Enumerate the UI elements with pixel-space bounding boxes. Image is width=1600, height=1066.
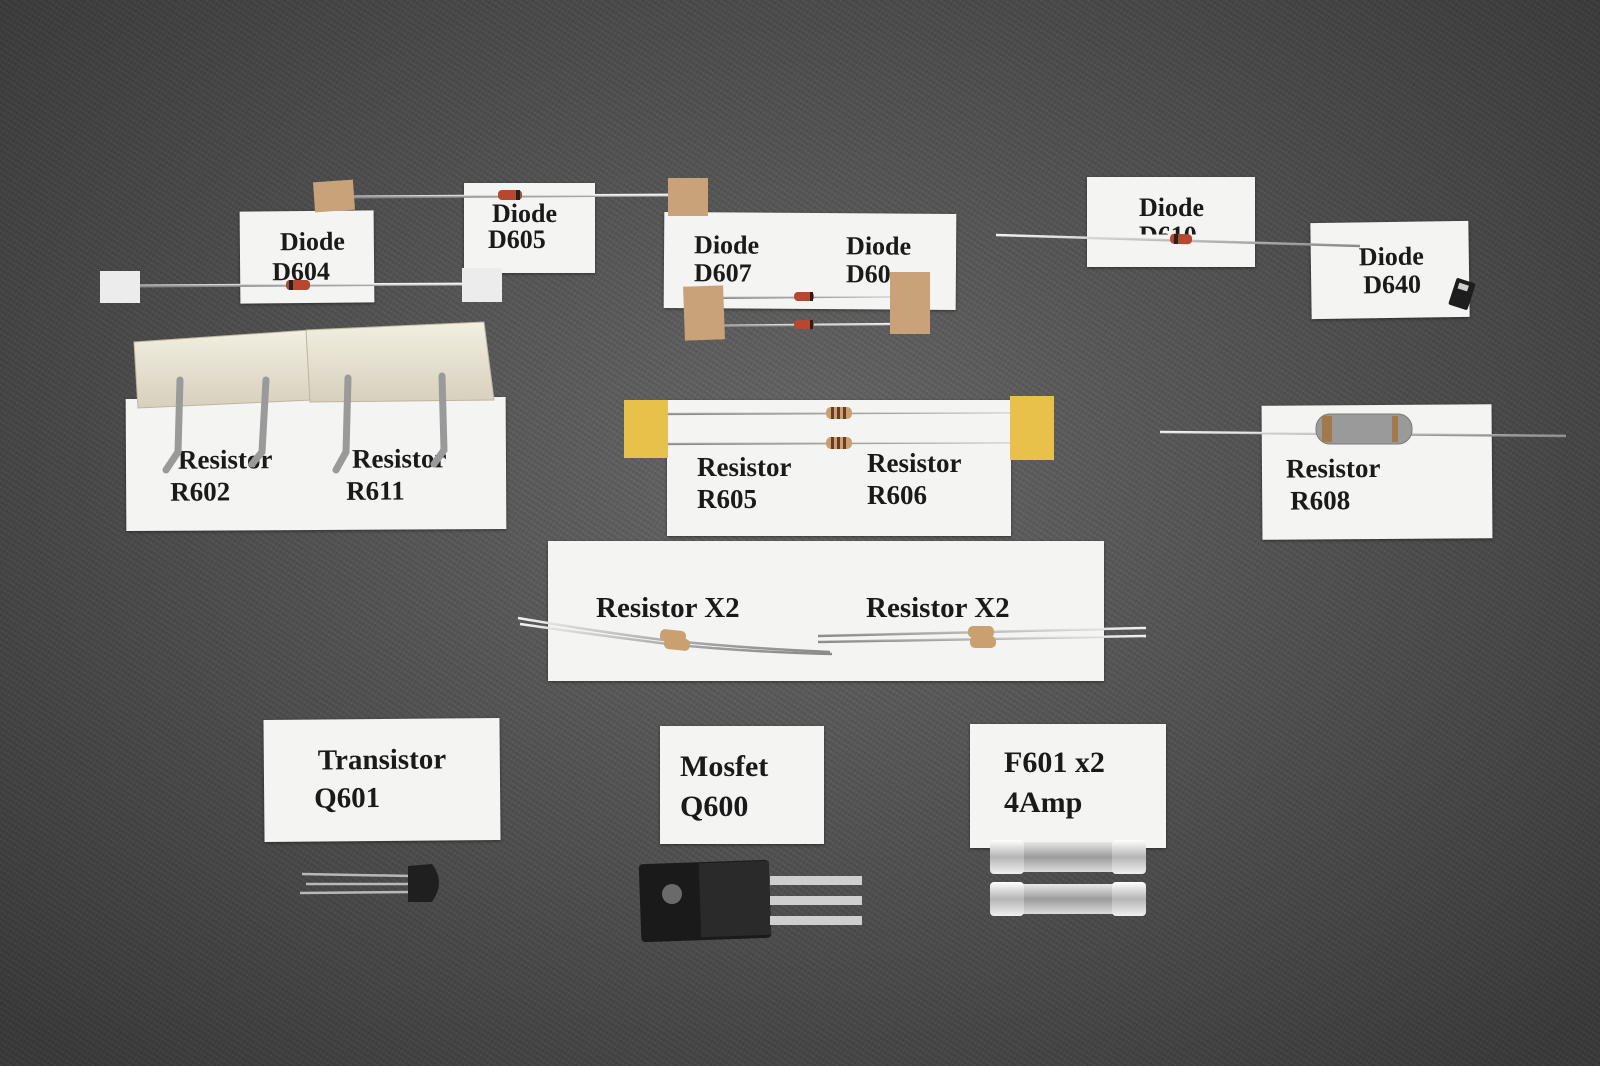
label-resistor-r602-r611: Resistor R602 Resistor R611 bbox=[125, 397, 507, 531]
label-text: Diode bbox=[279, 226, 345, 257]
label-text: Resistor bbox=[1285, 452, 1381, 484]
label-transistor-q601: Transistor Q601 bbox=[263, 717, 501, 843]
label-text: D604 bbox=[272, 256, 331, 287]
label-diode-d607-d609: Diode D607 Diode D60 bbox=[663, 211, 957, 311]
mosfet-icon bbox=[638, 859, 862, 943]
label-text: R611 bbox=[346, 475, 405, 506]
label-text: Resistor X2 bbox=[596, 592, 740, 624]
label-text: D610 bbox=[1139, 221, 1197, 250]
label-text: D640 bbox=[1363, 269, 1422, 300]
label-text: Resistor bbox=[177, 444, 273, 475]
label-text: Diode bbox=[846, 231, 912, 261]
label-text: D605 bbox=[488, 225, 546, 254]
label-diode-d610: Diode D610 bbox=[1087, 177, 1255, 267]
label-text: 4Amp bbox=[1004, 786, 1083, 819]
label-text: Resistor bbox=[867, 448, 962, 478]
label-fuse-f601: F601 x2 4Amp bbox=[970, 724, 1166, 848]
label-text: F601 x2 bbox=[1004, 746, 1105, 779]
label-diode-d604: Diode D604 bbox=[239, 210, 375, 304]
label-text: Diode bbox=[492, 199, 557, 228]
label-resistor-x2: Resistor X2 Resistor X2 bbox=[548, 541, 1104, 681]
label-text: Diode bbox=[1139, 193, 1204, 222]
label-text: Mosfet bbox=[680, 750, 769, 783]
label-mosfet-q600: Mosfet Q600 bbox=[660, 726, 824, 844]
label-text: Diode bbox=[1358, 241, 1425, 272]
label-text: R608 bbox=[1290, 485, 1351, 516]
label-text: R602 bbox=[170, 476, 231, 507]
label-text: D60 bbox=[845, 259, 891, 289]
transistor-icon bbox=[299, 864, 439, 902]
label-text: Resistor bbox=[351, 443, 447, 474]
label-text: Q600 bbox=[680, 790, 749, 823]
label-resistor-r608: Resistor R608 bbox=[1261, 404, 1493, 540]
label-text: R605 bbox=[697, 484, 757, 514]
label-text: Resistor bbox=[697, 452, 792, 482]
label-text: Transistor bbox=[317, 743, 447, 777]
fuse-icon bbox=[990, 840, 1146, 916]
label-text: Diode bbox=[694, 230, 760, 260]
label-diode-d640: Diode D640 bbox=[1310, 220, 1470, 320]
label-resistor-r605-r606: Resistor R605 Resistor R606 bbox=[667, 400, 1011, 536]
label-text: D607 bbox=[693, 258, 752, 288]
label-text: R606 bbox=[867, 480, 927, 510]
label-text: Resistor X2 bbox=[866, 592, 1010, 624]
label-text: Q601 bbox=[314, 782, 381, 815]
label-diode-d605: Diode D605 bbox=[464, 183, 595, 273]
